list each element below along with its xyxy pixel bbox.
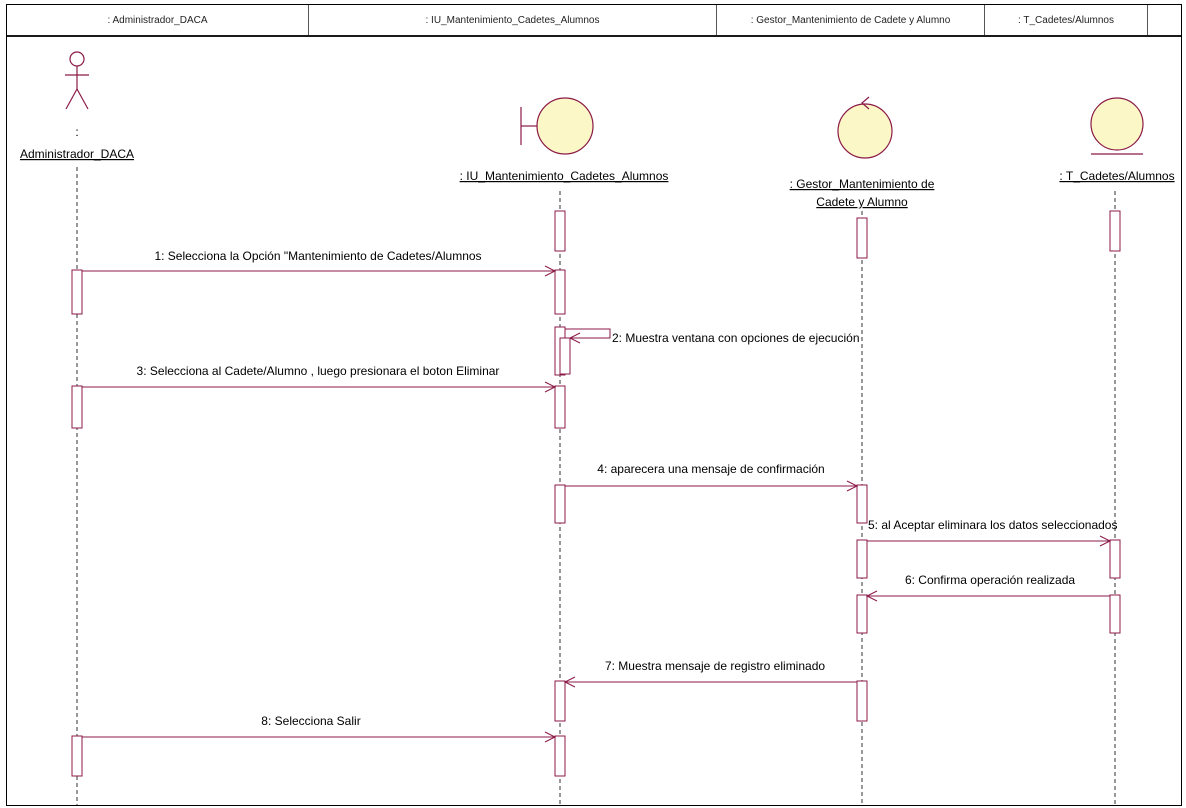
control-name-line1: : Gestor_Mantenimiento de: [790, 177, 935, 191]
message-arrow-7: [563, 676, 857, 688]
activation-actor-3: [71, 385, 83, 429]
actor-name: Administrador_DACA: [20, 147, 134, 161]
message-label-6: 6: Confirma operación realizada: [905, 573, 1075, 587]
header-cell-boundary: : IU_Mantenimiento_Cadetes_Alumnos: [309, 5, 717, 35]
message-arrow-1: [82, 265, 557, 277]
actor-dot: :: [75, 125, 78, 139]
message-label-5: 5: al Aceptar eliminara los datos selecc…: [868, 518, 1117, 532]
entity-icon: [1090, 97, 1144, 155]
activation-boundary-1: [554, 269, 566, 315]
activation-control-4: [856, 484, 868, 524]
swimlane-header: : Administrador_DACA : IU_Mantenimiento_…: [7, 5, 1181, 37]
activation-actor-8: [71, 735, 83, 777]
entity-name: : T_Cadetes/Alumnos: [1059, 169, 1174, 183]
message-arrow-6: [865, 590, 1110, 602]
header-cell-control: : Gestor_Mantenimiento de Cadete y Alumn…: [717, 5, 985, 35]
boundary-name: : IU_Mantenimiento_Cadetes_Alumnos: [460, 169, 669, 183]
activation-control-7: [856, 680, 868, 722]
header-cell-actor: : Administrador_DACA: [7, 5, 309, 35]
control-icon: [837, 96, 893, 159]
activation-bars: [71, 210, 1121, 777]
sequence-diagram-frame: : Administrador_DACA : IU_Mantenimiento_…: [6, 4, 1182, 806]
activation-entity-5: [1109, 539, 1121, 579]
header-cell-entity: : T_Cadetes/Alumnos: [985, 5, 1148, 35]
activation-entity-6: [1109, 594, 1121, 634]
activation-control-5: [856, 539, 868, 579]
activation-boundary-8: [554, 735, 566, 777]
message-arrow-4: [565, 480, 859, 492]
activation-actor-1: [71, 269, 83, 315]
message-arrow-3: [82, 381, 557, 393]
message-label-1: 1: Selecciona la Opción "Mantenimiento d…: [154, 249, 481, 263]
activation-boundary-3: [554, 385, 566, 429]
activation-boundary-initial: [554, 210, 566, 252]
message-arrow-8: [82, 731, 557, 743]
actor-icon: [65, 51, 89, 110]
message-arrow-2: [565, 328, 611, 344]
control-name-line2: Cadete y Alumno: [816, 195, 908, 209]
diagram-canvas: : Administrador_DACA : IU_Mantenimiento_…: [20, 51, 1175, 805]
message-label-7: 7: Muestra mensaje de registro eliminado: [605, 659, 825, 673]
activation-boundary-4: [554, 484, 566, 524]
message-labels: 1: Selecciona la Opción "Mantenimiento d…: [137, 249, 1118, 728]
activation-entity-initial: [1109, 210, 1121, 252]
activation-control-initial: [856, 217, 868, 259]
activation-boundary-2b: [559, 337, 571, 375]
message-label-8: 8: Selecciona Salir: [261, 714, 360, 728]
activation-control-6: [856, 594, 868, 634]
message-arrows: [82, 265, 1112, 743]
message-label-2: 2: Muestra ventana con opciones de ejecu…: [612, 331, 860, 345]
activation-boundary-7: [554, 680, 566, 722]
message-label-4: 4: aparecera una mensaje de confirmación: [597, 462, 824, 476]
message-label-3: 3: Selecciona al Cadete/Alumno , luego p…: [137, 364, 500, 378]
message-arrow-5: [867, 535, 1112, 547]
boundary-icon: [520, 97, 594, 155]
